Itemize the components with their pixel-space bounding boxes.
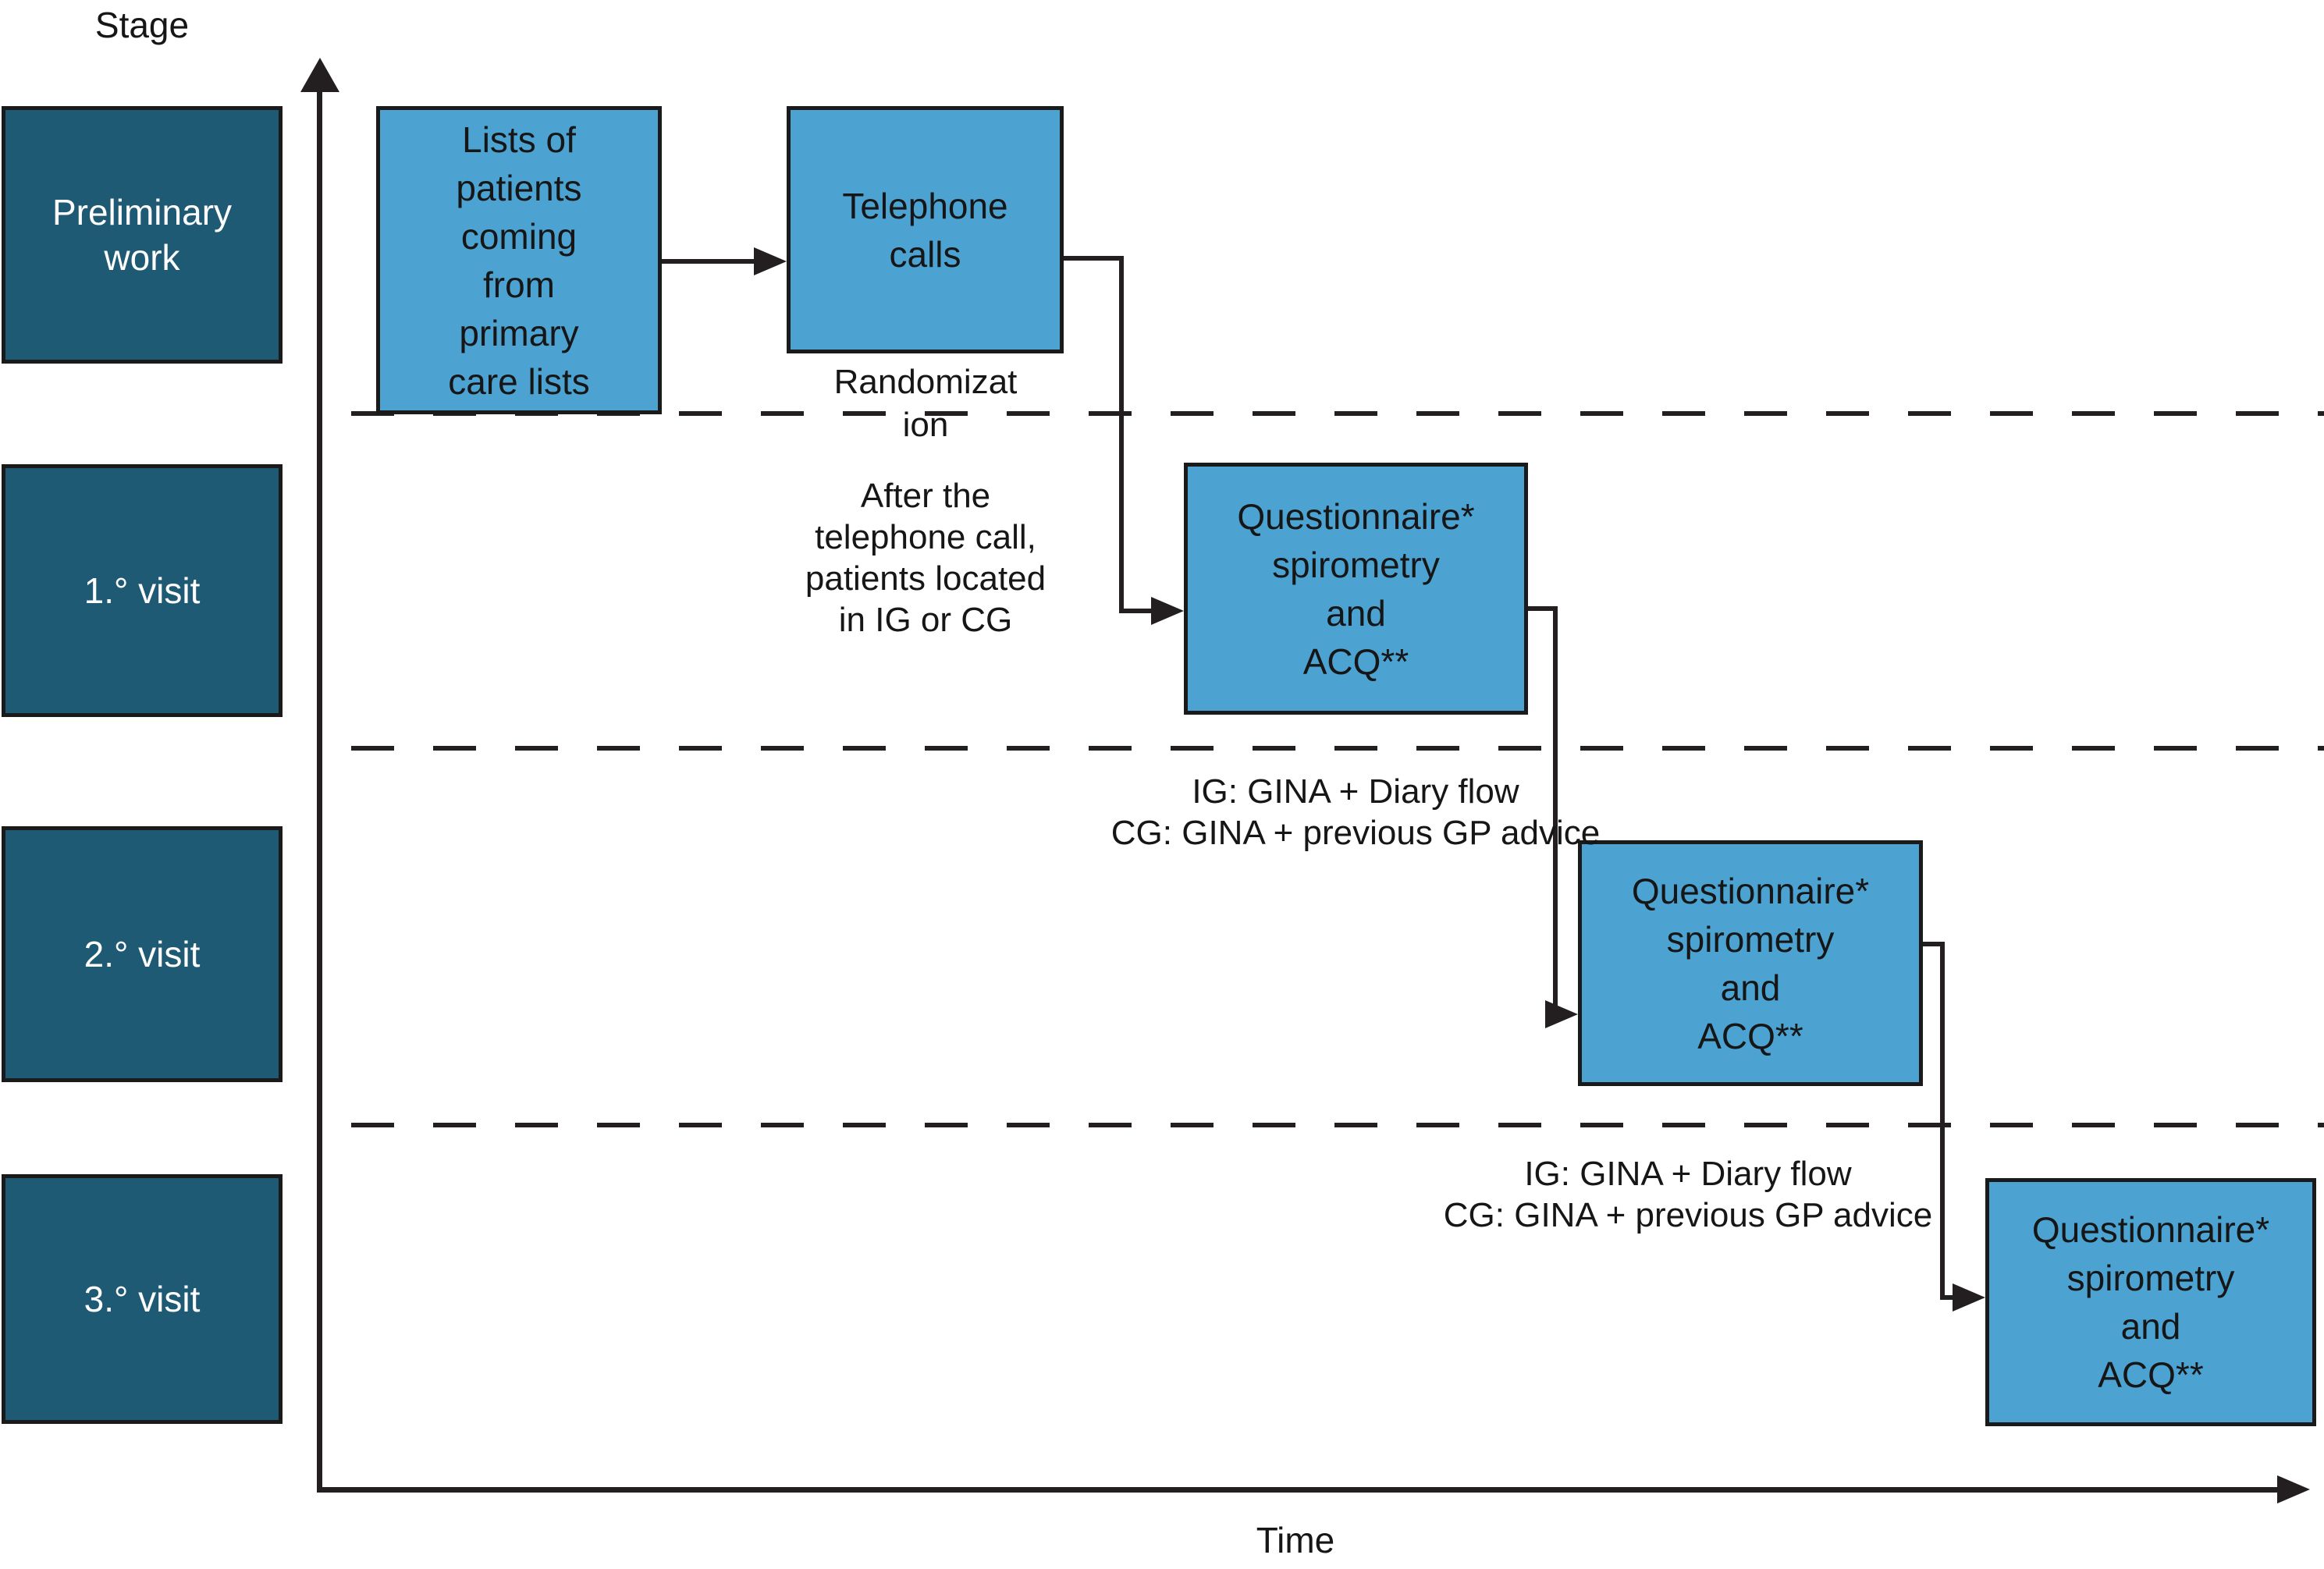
- connector-telephone-to-q1-segment-3: [1119, 609, 1154, 613]
- connector-q2-to-q3-segment-3: [1940, 1295, 1960, 1300]
- process-box-questionnaire-visit-3-label: Questionnaire* spirometry and ACQ**: [2031, 1209, 2270, 1395]
- stage-separator-dashed-line-2: [351, 746, 2324, 751]
- connector-telephone-to-q1-segment-2: [1119, 256, 1124, 613]
- y-axis-arrowhead-icon: [300, 58, 339, 92]
- x-axis-title: Time: [1256, 1520, 1335, 1560]
- stage-box-third-visit-label: 3.° visit: [84, 1279, 201, 1319]
- stage-box-second-visit: 2.° visit: [2, 826, 283, 1082]
- process-box-telephone-calls-label: Telephone calls: [842, 185, 1008, 275]
- annotation-ig-cg-advice-1: IG: GINA + Diary flow CG: GINA + previou…: [1110, 772, 1601, 852]
- process-box-patient-lists: Lists of patients coming from primary ca…: [376, 106, 662, 414]
- process-box-questionnaire-visit-2: Questionnaire* spirometry and ACQ**: [1578, 840, 1923, 1086]
- process-box-questionnaire-visit-3: Questionnaire* spirometry and ACQ**: [1985, 1178, 2316, 1426]
- connector-q1-to-q2-arrowhead-icon: [1545, 1000, 1578, 1028]
- x-axis-line: [317, 1487, 2279, 1493]
- connector-telephone-to-q1-segment-1: [1064, 256, 1124, 261]
- process-box-patient-lists-label: Lists of patients coming from primary ca…: [448, 119, 590, 402]
- connector-q1-to-q2-segment-2: [1553, 606, 1558, 1019]
- connector-lists-to-telephone-line: [662, 259, 755, 264]
- y-axis-line: [317, 74, 322, 1493]
- stage-box-first-visit-label: 1.° visit: [84, 570, 201, 611]
- connector-lists-to-telephone-arrowhead-icon: [754, 247, 787, 275]
- stage-box-preliminary-work: Preliminary work: [2, 106, 283, 364]
- stage-separator-dashed-line-1: [351, 411, 2324, 416]
- stage-box-preliminary-work-label: Preliminary work: [52, 192, 233, 278]
- x-axis-arrowhead-icon: [2277, 1475, 2310, 1503]
- connector-q1-to-q2-segment-1: [1528, 606, 1558, 611]
- connector-q2-to-q3-arrowhead-icon: [1953, 1283, 1985, 1312]
- connector-telephone-to-q1-arrowhead-icon: [1151, 597, 1184, 625]
- annotation-after-telephone-call: After the telephone call, patients locat…: [805, 477, 1047, 639]
- connector-q2-to-q3-segment-2: [1940, 942, 1945, 1300]
- stage-box-second-visit-label: 2.° visit: [84, 934, 201, 974]
- stage-box-third-visit: 3.° visit: [2, 1174, 283, 1424]
- process-box-questionnaire-visit-1-label: Questionnaire* spirometry and ACQ**: [1237, 495, 1475, 682]
- stage-box-first-visit: 1.° visit: [2, 464, 283, 717]
- process-box-questionnaire-visit-1: Questionnaire* spirometry and ACQ**: [1184, 463, 1528, 715]
- stage-separator-dashed-line-3: [351, 1123, 2324, 1127]
- annotation-ig-cg-advice-2: IG: GINA + Diary flow CG: GINA + previou…: [1443, 1155, 1933, 1234]
- process-box-telephone-calls: Telephone calls: [787, 106, 1064, 353]
- y-axis-title: Stage: [94, 5, 190, 45]
- connector-q2-to-q3-segment-1: [1923, 942, 1945, 946]
- annotation-randomization: Randomizat ion: [833, 363, 1018, 444]
- process-box-questionnaire-visit-2-label: Questionnaire* spirometry and ACQ**: [1631, 870, 1870, 1056]
